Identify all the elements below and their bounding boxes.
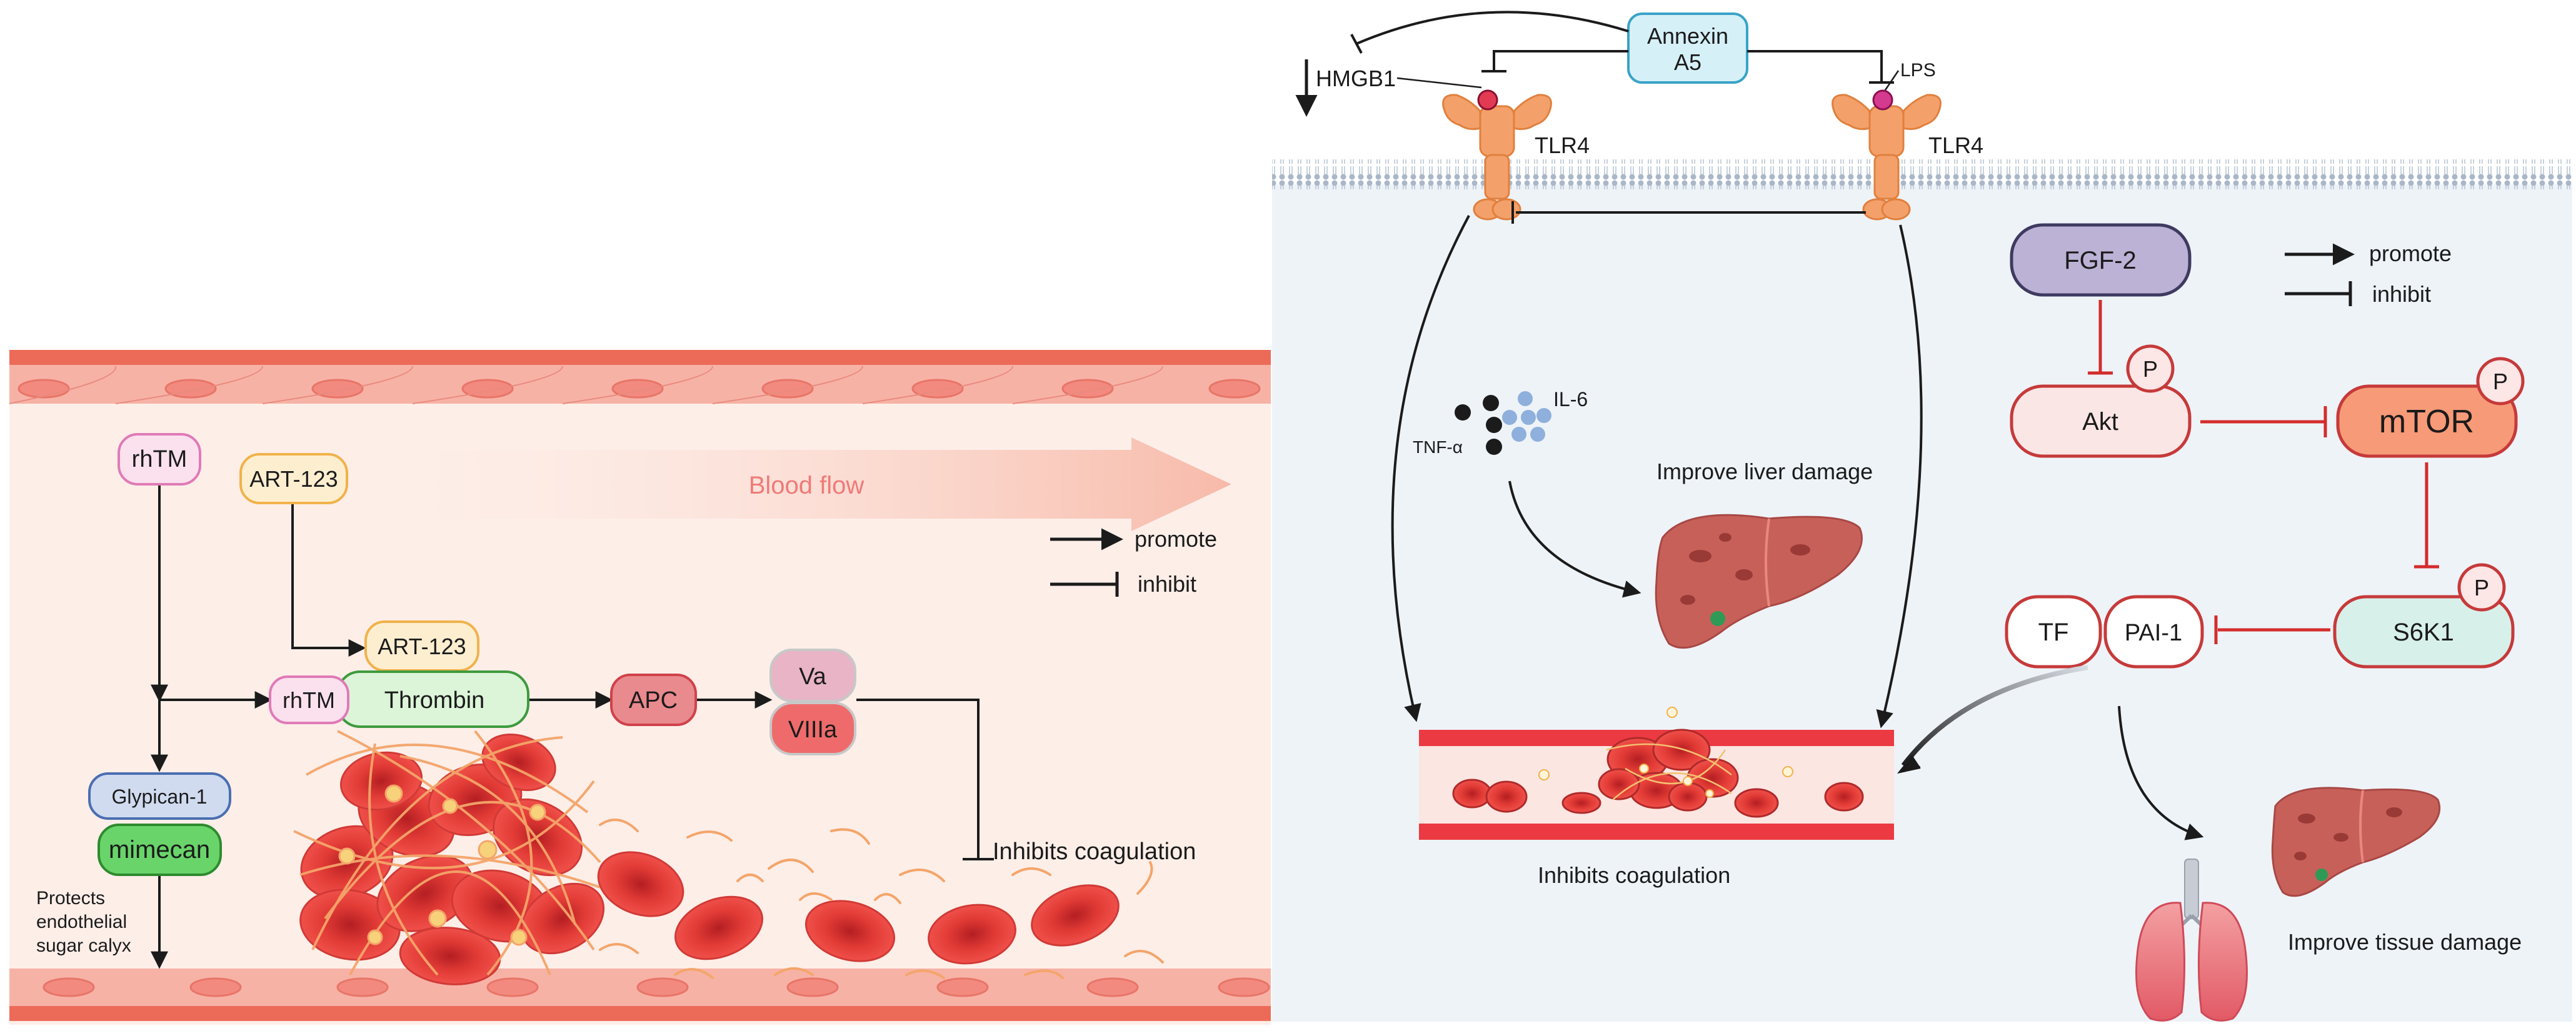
svg-text:APC: APC: [629, 687, 678, 714]
tlr4-right-label: TLR4: [1928, 132, 1983, 158]
node-art123-top: ART-123: [239, 453, 348, 504]
node-rhtm-top: rhTM: [118, 433, 201, 486]
svg-text:promote: promote: [2369, 241, 2452, 266]
improve-liver-label: Improve liver damage: [1656, 459, 1873, 484]
svg-text:TF: TF: [2038, 619, 2069, 646]
lungs-illustration: [2135, 859, 2248, 1022]
cytokine-dots: [1455, 391, 1551, 455]
red-blood-cells: [597, 851, 1120, 965]
svg-text:promote: promote: [1135, 526, 1217, 552]
svg-text:mTOR: mTOR: [2379, 404, 2474, 440]
svg-text:rhTM: rhTM: [132, 446, 188, 472]
tlr4-to-vessel-arrows: [1391, 215, 1923, 729]
node-s6k1: S6K1: [2333, 595, 2515, 669]
blood-flow-label: Blood flow: [749, 472, 865, 499]
mtor-phospho: P: [2476, 357, 2525, 406]
node-annexin-a5: Annexin A5: [1627, 12, 1748, 84]
node-rhtm-bound: rhTM: [269, 675, 349, 724]
node-apc: APC: [610, 674, 697, 726]
inhibits-coagulation-label-left: Inhibits coagulation: [993, 839, 1196, 865]
left-pathway-lines: [151, 484, 994, 969]
vessel-right: [1419, 707, 1894, 840]
svg-text:Va: Va: [799, 664, 827, 690]
lps-label: LPS: [1900, 60, 1936, 81]
endothelial-cells-top: [18, 379, 1261, 399]
fibrin-strands: [599, 819, 1164, 979]
node-tf: TF: [2005, 595, 2102, 669]
protects-label-line3: sugar calyx: [36, 935, 131, 956]
svg-text:inhibit: inhibit: [2372, 281, 2431, 307]
svg-text:Thrombin: Thrombin: [384, 687, 485, 714]
legend-left: promote inhibit: [1050, 526, 1217, 597]
annexin-inhibition-lines: [1350, 11, 1894, 84]
node-akt: Akt: [2010, 384, 2192, 458]
signaling-inhibition-lines: [2088, 300, 2439, 644]
svg-text:S6K1: S6K1: [2393, 619, 2454, 646]
svg-text:inhibit: inhibit: [1138, 571, 1196, 597]
tnfa-label: TNF-α: [1413, 437, 1463, 457]
svg-text:P: P: [2474, 575, 2489, 600]
node-mtor: mTOR: [2336, 384, 2518, 458]
node-art123-bound: ART-123: [364, 620, 479, 672]
svg-text:P: P: [2143, 356, 2158, 382]
il6-label: IL-6: [1553, 388, 1588, 411]
right-panel: Annexin A5 HMGB1 LPS TLR4: [1272, 11, 2572, 1022]
svg-text:rhTM: rhTM: [283, 687, 335, 713]
svg-text:mimecan: mimecan: [109, 836, 210, 864]
endothelial-cells-bottom: [43, 977, 1270, 997]
svg-text:VIIIa: VIIIa: [788, 717, 838, 743]
node-va: Va: [769, 649, 856, 702]
liver-illustration-2: [2271, 787, 2441, 897]
svg-text:ART-123: ART-123: [378, 634, 466, 659]
akt-phospho: P: [2126, 344, 2175, 393]
tlr4-receptor-right: [1832, 94, 1942, 221]
blood-flow-arrow: Blood flow: [438, 437, 1231, 531]
node-glypican: Glypican-1: [88, 772, 231, 820]
node-pai1: PAI-1: [2103, 595, 2204, 669]
vessel-wall-top: [9, 350, 1271, 365]
pai1-to-vessel-arrow: [1901, 665, 2088, 767]
lps-ligand: [1872, 89, 1893, 111]
svg-text:PAI-1: PAI-1: [2125, 620, 2182, 646]
svg-text:Akt: Akt: [2082, 408, 2118, 436]
protects-label-line1: Protects: [36, 888, 105, 909]
node-mimecan: mimecan: [98, 824, 222, 876]
node-fgf2: FGF-2: [2010, 223, 2192, 297]
hmgb1-ligand: [1477, 89, 1498, 111]
node-viiia: VIIIa: [769, 702, 856, 755]
fibrin-clot: [293, 730, 605, 985]
pai1-to-tissue-arrow: [2118, 705, 2204, 840]
inhibits-coagulation-label-right: Inhibits coagulation: [1538, 862, 1730, 888]
tlr4-left-label: TLR4: [1535, 132, 1590, 158]
hmgb1-label: HMGB1: [1316, 66, 1396, 91]
svg-text:ART-123: ART-123: [249, 466, 338, 492]
cell-membrane: [1272, 159, 2572, 189]
svg-text:FGF-2: FGF-2: [2064, 247, 2137, 274]
svg-text:A5: A5: [1674, 49, 1701, 75]
liver-illustration-1: [1655, 514, 1863, 649]
tlr4-receptor-left: [1442, 94, 1552, 221]
svg-text:P: P: [2493, 369, 2508, 394]
svg-text:Glypican-1: Glypican-1: [112, 785, 208, 808]
left-panel: Blood flow: [9, 350, 1271, 1025]
protects-label-line2: endothelial: [36, 912, 127, 932]
vessel-wall-bottom: [9, 1006, 1271, 1021]
node-thrombin: Thrombin: [336, 670, 529, 728]
svg-text:Annexin: Annexin: [1647, 23, 1728, 49]
s6k1-phospho: P: [2457, 563, 2506, 612]
improve-tissue-label: Improve tissue damage: [2288, 929, 2522, 955]
legend-right: promote inhibit: [2285, 241, 2452, 307]
